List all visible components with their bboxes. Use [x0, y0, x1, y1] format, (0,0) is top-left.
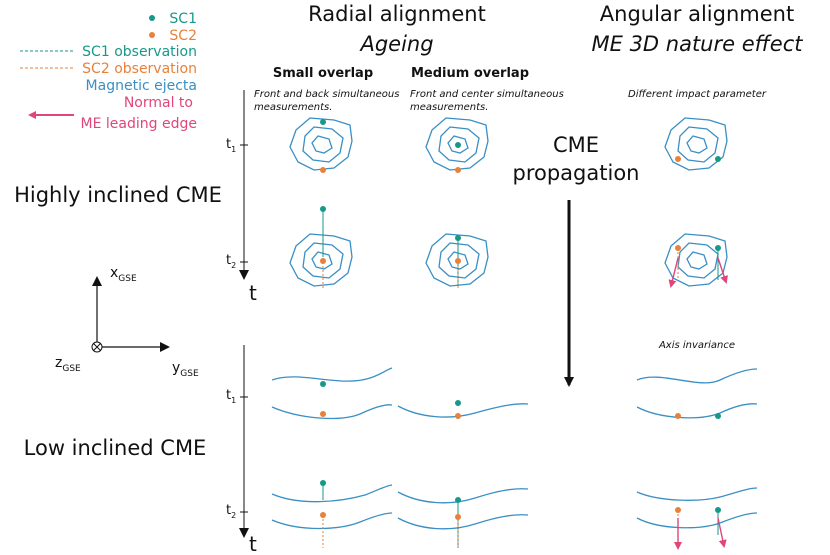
- row-low-inclined: Low inclined CME: [24, 436, 207, 460]
- low-small-t1: [271, 367, 393, 420]
- propagation-label-1: CME: [553, 133, 599, 157]
- sc2-dot: [320, 167, 326, 173]
- y-axis-label: yGSE: [172, 360, 199, 379]
- high-angular-t1: [664, 117, 728, 171]
- t-label-top: t: [249, 281, 257, 305]
- sc1-dot: [715, 507, 721, 513]
- low-angular-t1: [636, 368, 758, 419]
- legend-sc2-observation-label: SC2 observation: [82, 61, 197, 77]
- propagation-label-2: propagation: [513, 161, 640, 185]
- normal-arrow: [668, 257, 679, 288]
- sc1-dot: [455, 400, 461, 406]
- sc1-legend-dot: [149, 15, 155, 21]
- header-radial-alignment: Radial alignment: [308, 2, 486, 26]
- sc2-legend-dot: [149, 32, 155, 38]
- sc2-dot: [455, 413, 461, 419]
- sc2-dot: [455, 258, 461, 264]
- sc2-dot: [320, 512, 326, 518]
- impact-parameter-note: Different impact parameter: [628, 89, 767, 100]
- legend-sc1-label: SC1: [169, 11, 197, 27]
- normal-arrow: [717, 517, 727, 548]
- header-me-3d-effect: ME 3D nature effect: [592, 32, 804, 56]
- sc1-dot: [715, 156, 721, 162]
- sc2-dot: [320, 258, 326, 264]
- row-highly-inclined: Highly inclined CME: [14, 183, 222, 207]
- sc1-dot: [455, 235, 461, 241]
- legend-normal-label-2: ME leading edge: [81, 116, 197, 132]
- z-axis-label: zGSE: [55, 355, 81, 374]
- sc2-dot: [675, 413, 681, 419]
- low-small-t2: [271, 480, 393, 548]
- time-axis-bottom: t1 t2 t: [226, 345, 257, 555]
- normal-arrow: [717, 257, 728, 284]
- column-medium-overlap: Medium overlap: [411, 66, 529, 81]
- high-angular-t2: [664, 233, 728, 288]
- sc1-dot: [320, 119, 326, 125]
- high-medium-t1: [425, 117, 489, 173]
- high-small-t1: [289, 117, 353, 173]
- small-overlap-note-2: measurements.: [254, 102, 332, 113]
- sc2-dot: [675, 245, 681, 251]
- legend-ejecta-label: Magnetic ejecta: [86, 78, 197, 94]
- column-small-overlap: Small overlap: [273, 66, 373, 81]
- sc1-dot: [455, 142, 461, 148]
- sc1-dot: [320, 480, 326, 486]
- legend-sc2-label: SC2: [169, 28, 197, 44]
- sc1-dot: [455, 497, 461, 503]
- header-ageing: Ageing: [358, 32, 433, 56]
- legend: SC1 SC2 SC1 observation SC2 observation …: [20, 11, 197, 132]
- high-small-t2: [289, 206, 353, 290]
- legend-sc1-observation-label: SC1 observation: [82, 44, 197, 60]
- sc2-dot: [675, 507, 681, 513]
- sc1-dot: [320, 381, 326, 387]
- sc2-dot: [320, 411, 326, 417]
- medium-overlap-note-2: measurements.: [410, 102, 488, 113]
- low-medium-t2: [397, 488, 529, 548]
- x-axis-label: xGSE: [110, 265, 137, 284]
- axis-invariance-note: Axis invariance: [658, 340, 735, 351]
- header-angular-alignment: Angular alignment: [600, 2, 794, 26]
- t2-label-bottom: t2: [226, 503, 236, 520]
- sc2-dot: [455, 514, 461, 520]
- t1-label-bottom: t1: [226, 388, 236, 405]
- gse-axes: xGSE yGSE zGSE: [55, 265, 199, 379]
- sc1-dot: [715, 245, 721, 251]
- low-angular-t2: [636, 487, 758, 550]
- sc2-dot: [455, 167, 461, 173]
- high-medium-t2: [425, 233, 489, 288]
- t-label-bottom: t: [249, 532, 257, 555]
- t2-label-top: t2: [226, 253, 236, 270]
- time-axis-top: t1 t2 t: [226, 90, 257, 305]
- small-overlap-note-1: Front and back simultaneous: [254, 89, 399, 100]
- medium-overlap-note-1: Front and center simultaneous: [410, 89, 564, 100]
- legend-normal-label-1: Normal to: [124, 95, 193, 111]
- sc1-dot: [320, 206, 326, 212]
- sc1-dot: [715, 413, 721, 419]
- sc2-dot: [675, 156, 681, 162]
- t1-label-top: t1: [226, 137, 236, 154]
- low-medium-t1: [397, 400, 529, 419]
